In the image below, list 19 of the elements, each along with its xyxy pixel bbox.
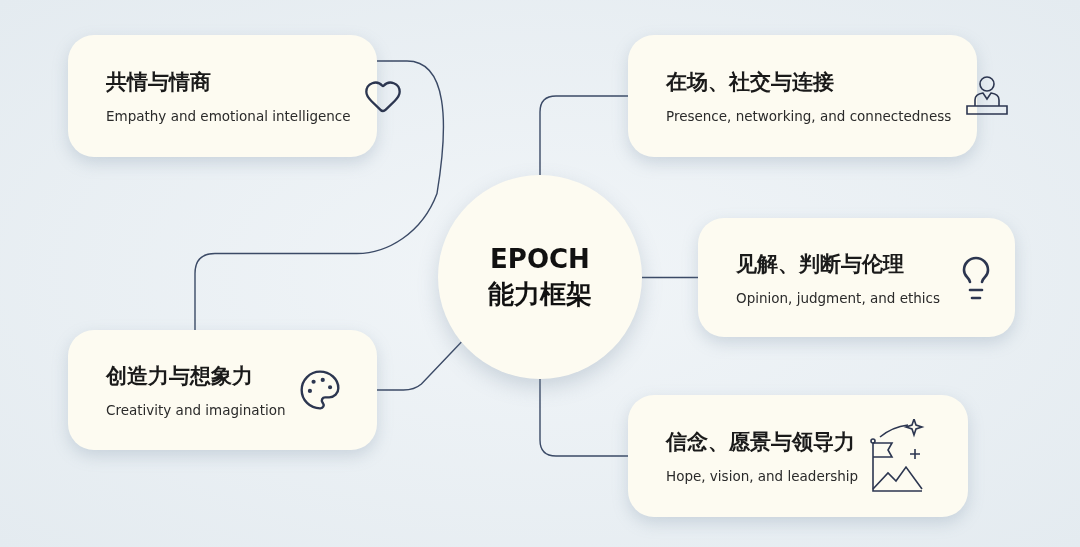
- topic-card: [698, 218, 1015, 337]
- card-subtitle: Empathy and emotional intelligence: [106, 108, 351, 124]
- card-subtitle: Presence, networking, and connectedness: [666, 108, 952, 124]
- card-title: 创造力与想象力: [106, 363, 254, 390]
- card-title: 见解、判断与伦理: [736, 250, 905, 278]
- connector-line: [539, 95, 629, 176]
- connector-line: [376, 341, 463, 391]
- connector-line: [641, 276, 699, 279]
- card-title: 信念、愿景与领导力: [666, 429, 856, 456]
- connector-line: [194, 60, 445, 331]
- topic-card: [628, 395, 968, 517]
- card-title: 共情与情商: [106, 69, 212, 96]
- card-title: 在场、社交与连接: [666, 69, 835, 96]
- card-subtitle: Creativity and imagination: [106, 402, 286, 418]
- connector-line: [539, 378, 629, 457]
- card-subtitle: Opinion, judgment, and ethics: [736, 289, 941, 306]
- topic-card: [68, 330, 377, 450]
- center-title: EPOCH 能力框架: [487, 242, 593, 311]
- card-subtitle: Hope, vision, and leadership: [666, 468, 859, 484]
